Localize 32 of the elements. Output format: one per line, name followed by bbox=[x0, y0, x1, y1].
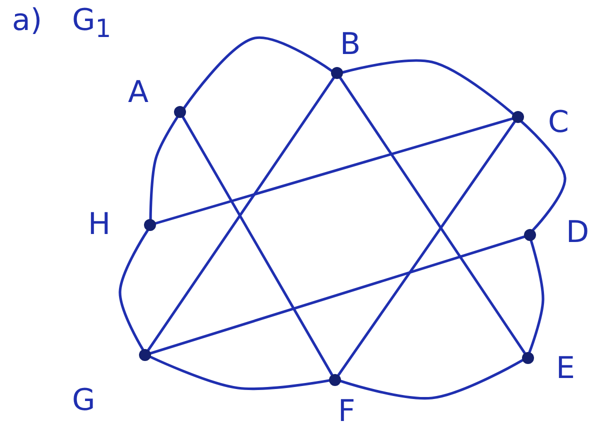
graph-edge bbox=[342, 59, 514, 116]
vertex-dot bbox=[522, 352, 534, 364]
graph-edge bbox=[118, 229, 149, 351]
graph-edge bbox=[149, 356, 330, 390]
graph-edge bbox=[149, 116, 179, 220]
vertex-label: G bbox=[72, 384, 96, 418]
graph-edge bbox=[149, 235, 526, 355]
graph-edge bbox=[182, 116, 334, 376]
part-label: a) bbox=[12, 4, 42, 38]
vertex-label: F bbox=[338, 395, 356, 429]
graph-edge bbox=[340, 359, 524, 400]
graph-edge bbox=[339, 76, 526, 354]
vertex-label: C bbox=[548, 106, 569, 140]
vertex-dot bbox=[512, 111, 524, 123]
vertex-dot bbox=[174, 106, 186, 118]
vertex-dot bbox=[329, 374, 341, 386]
graph-edge bbox=[154, 117, 514, 225]
vertex-label: A bbox=[128, 76, 149, 110]
graph-name: G$_{1}$ bbox=[72, 4, 112, 45]
vertex-label: E bbox=[556, 352, 575, 386]
graph-edge bbox=[182, 36, 333, 110]
vertex-dot bbox=[331, 67, 343, 79]
vertex-dot bbox=[139, 349, 151, 361]
graph-edge bbox=[337, 120, 516, 376]
vertex-label: B bbox=[340, 28, 361, 62]
graph-edge bbox=[528, 240, 544, 354]
vertex-label: H bbox=[88, 208, 111, 242]
vertex-dot bbox=[144, 219, 156, 231]
graph-edge bbox=[147, 76, 335, 352]
graph-edge bbox=[520, 120, 566, 232]
vertex-dot bbox=[524, 229, 536, 241]
vertex-label: D bbox=[566, 216, 590, 250]
